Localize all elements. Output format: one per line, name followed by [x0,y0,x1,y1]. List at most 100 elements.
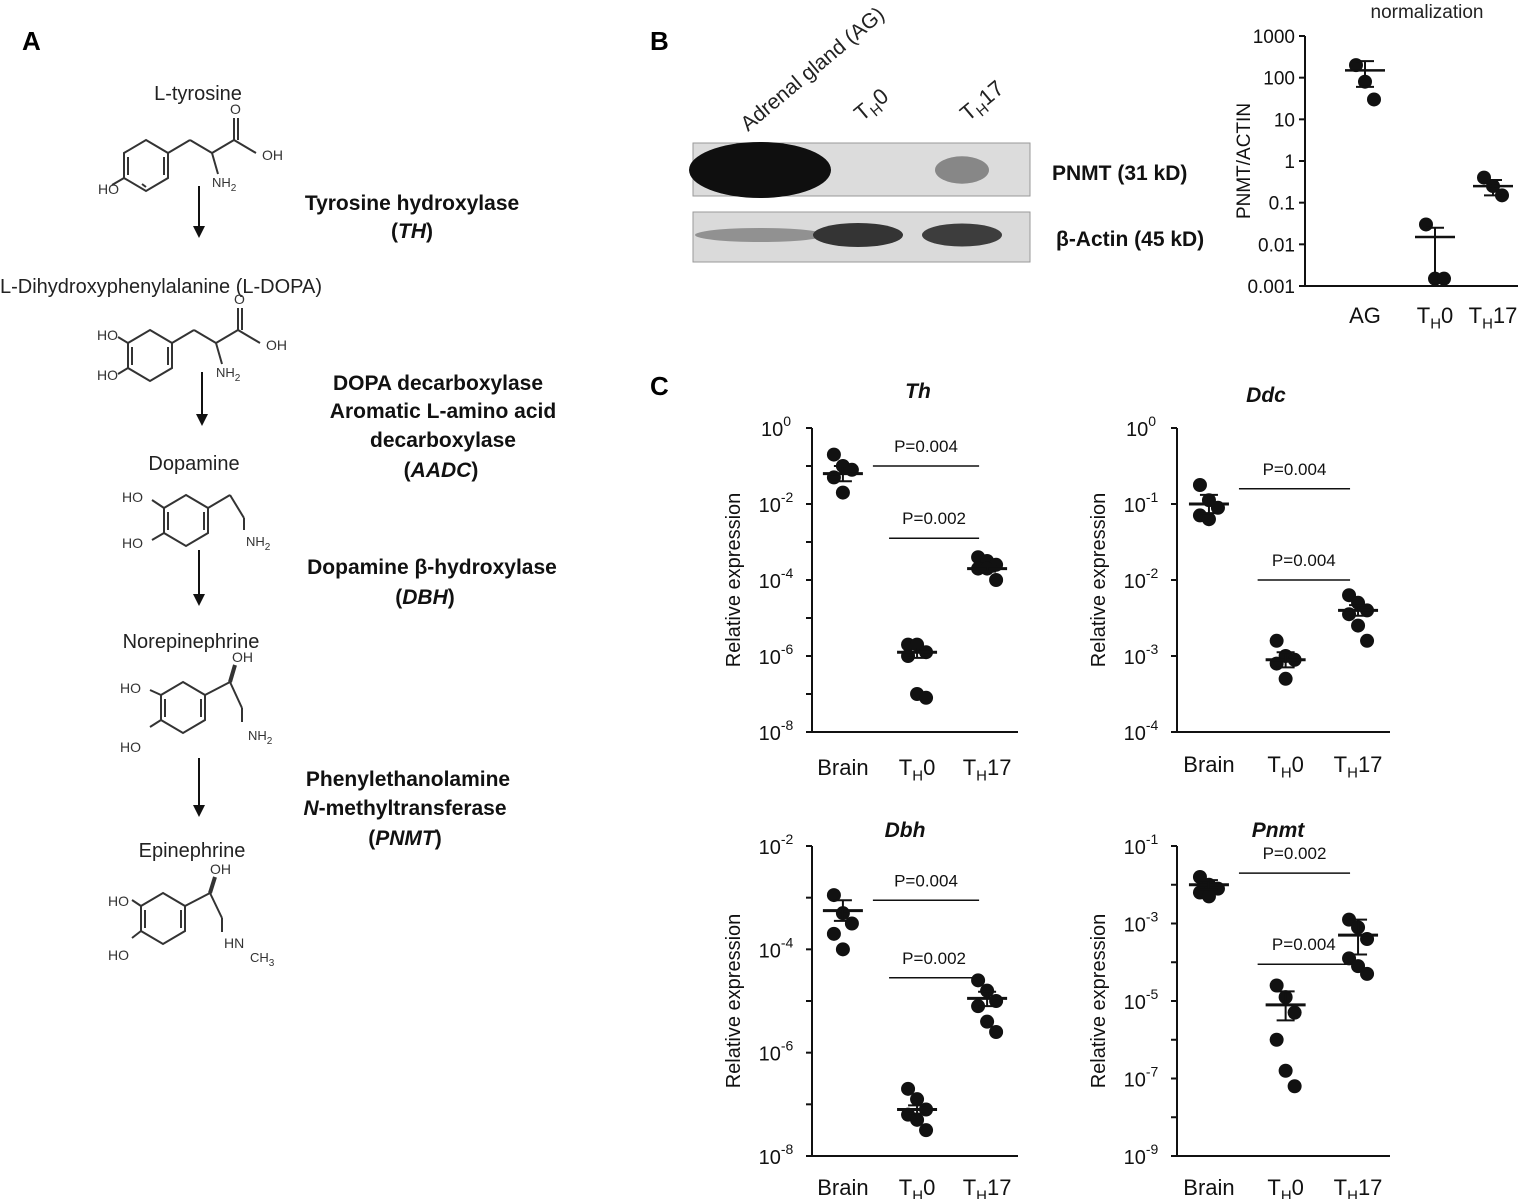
atom-label: NH [212,175,231,190]
category-label: TH0 [899,755,936,785]
y-tick-label: 10 [1274,110,1295,131]
y-tick-label: 10-1 [1124,831,1159,859]
data-point [844,916,859,931]
panel-label-a: A [22,26,41,56]
y-tick-label: 10-2 [759,489,794,517]
y-axis-label: Relative expression [1088,914,1110,1089]
y-tick-label: 100 [1126,413,1156,441]
data-point [1360,633,1375,648]
chart-pnmt-actin: normalization0.0010.010.11101001000PNMT/… [1234,2,1518,333]
y-tick-label: 10-5 [1124,986,1159,1014]
y-axis-label: PNMT/ACTIN [1234,103,1255,219]
y-tick-label: 0.1 [1269,194,1295,215]
p-value-label: P=0.004 [1263,460,1327,479]
data-point [1278,671,1293,686]
y-tick-label: 1000 [1253,27,1295,48]
blot-band [813,223,903,247]
y-tick-label: 1 [1284,152,1295,173]
category-label: TH0 [1267,752,1304,782]
compound-name: Norepinephrine [123,631,260,653]
y-tick-label: 10-3 [1124,909,1159,937]
enzyme-abbr-italic: TH [398,220,427,243]
category-label: TH17 [1334,1175,1383,1199]
atom-subscript: 2 [235,373,241,384]
enzyme-name: Dopamine β-hydroxylase [307,556,557,579]
y-tick-label: 10-2 [1124,565,1159,593]
y-tick-label: 10-6 [759,1038,794,1066]
data-point [919,690,934,705]
atom-subscript: 2 [267,736,273,747]
enzyme-name: Aromatic L-amino acid [330,400,556,423]
y-tick-label: 10-6 [759,641,794,669]
data-point [1477,170,1491,185]
y-tick-label: 100 [1263,69,1295,90]
data-point [1351,618,1366,633]
atom-label: NH2 [246,534,271,553]
blot-band [922,223,1002,247]
category-label: AG [1349,303,1381,328]
enzyme-labels: Tyrosine hydroxylase (TH) DOPA decarboxy… [303,192,556,850]
atom-label: NH2 [216,365,241,384]
atom-label: HO [98,181,119,197]
p-value-label: P=0.004 [894,437,958,456]
data-point [1201,512,1216,527]
p-value-label: P=0.002 [902,509,966,528]
enzyme-abbr: (PNMT) [368,827,442,850]
data-point [826,926,841,941]
atom-label: CH [250,950,269,965]
data-point [919,1123,934,1138]
chart-title: Ddc [1246,384,1286,407]
data-point [1269,978,1284,993]
pathway-panel: L-tyrosine L-Dihydroxyphenylalanine (L-D… [0,83,322,862]
western-blot: Adrenal gland (AG) TH0 TH17 PNMT (31 kD)… [689,3,1204,263]
enzyme-name-rest: -methyltransferase [319,797,507,820]
p-value-label: P=0.002 [1263,844,1327,863]
data-point [1269,633,1284,648]
panel-label-c: C [650,371,669,401]
p-value-label: P=0.004 [1272,935,1336,954]
y-tick-label: 10-8 [759,1141,794,1169]
data-point [901,1081,916,1096]
category-label: TH0 [1267,1175,1304,1199]
y-tick-label: 10-2 [759,831,794,859]
atom-label: HO [120,739,141,755]
arrow-icon [193,550,205,606]
p-value-label: P=0.002 [902,949,966,968]
epinephrine-structure [131,876,223,946]
enzyme-abbr: (DBH) [395,586,455,609]
atom-label: HO [120,680,141,696]
atom-label: O [230,101,241,117]
data-point [910,1112,925,1127]
arrow-icon [193,758,205,817]
category-label: TH17 [963,1175,1012,1199]
atom-label: HO [97,367,118,383]
category-label: Brain [1183,1175,1234,1199]
enzyme-abbr: (AADC) [404,459,479,482]
category-label: TH0 [899,1175,936,1199]
data-point [1287,1005,1302,1020]
blot-band [935,156,989,184]
y-tick-label: 100 [761,413,791,441]
y-tick-label: 10-8 [759,717,794,745]
data-point [1419,217,1433,232]
category-label: TH0 [1417,303,1454,333]
atom-label: NH [216,365,235,380]
data-point [826,447,841,462]
atom-label: OH [262,147,283,163]
atom-label: OH [210,861,231,877]
data-point [980,983,995,998]
atom-label: NH2 [248,728,273,747]
category-label: TH17 [963,755,1012,785]
data-point [989,573,1004,587]
data-point [980,1014,995,1029]
enzyme-name: Phenylethanolamine [306,768,510,791]
y-tick-label: 10-1 [1124,489,1159,517]
atom-label: HO [122,489,143,505]
data-point [1287,1079,1302,1094]
enzyme-abbr-italic: AADC [410,459,472,482]
compound-name: Dopamine [148,453,239,475]
atom-label: HO [97,327,118,343]
category-label: TH17 [1334,752,1383,782]
chart-title: Th [905,380,931,403]
